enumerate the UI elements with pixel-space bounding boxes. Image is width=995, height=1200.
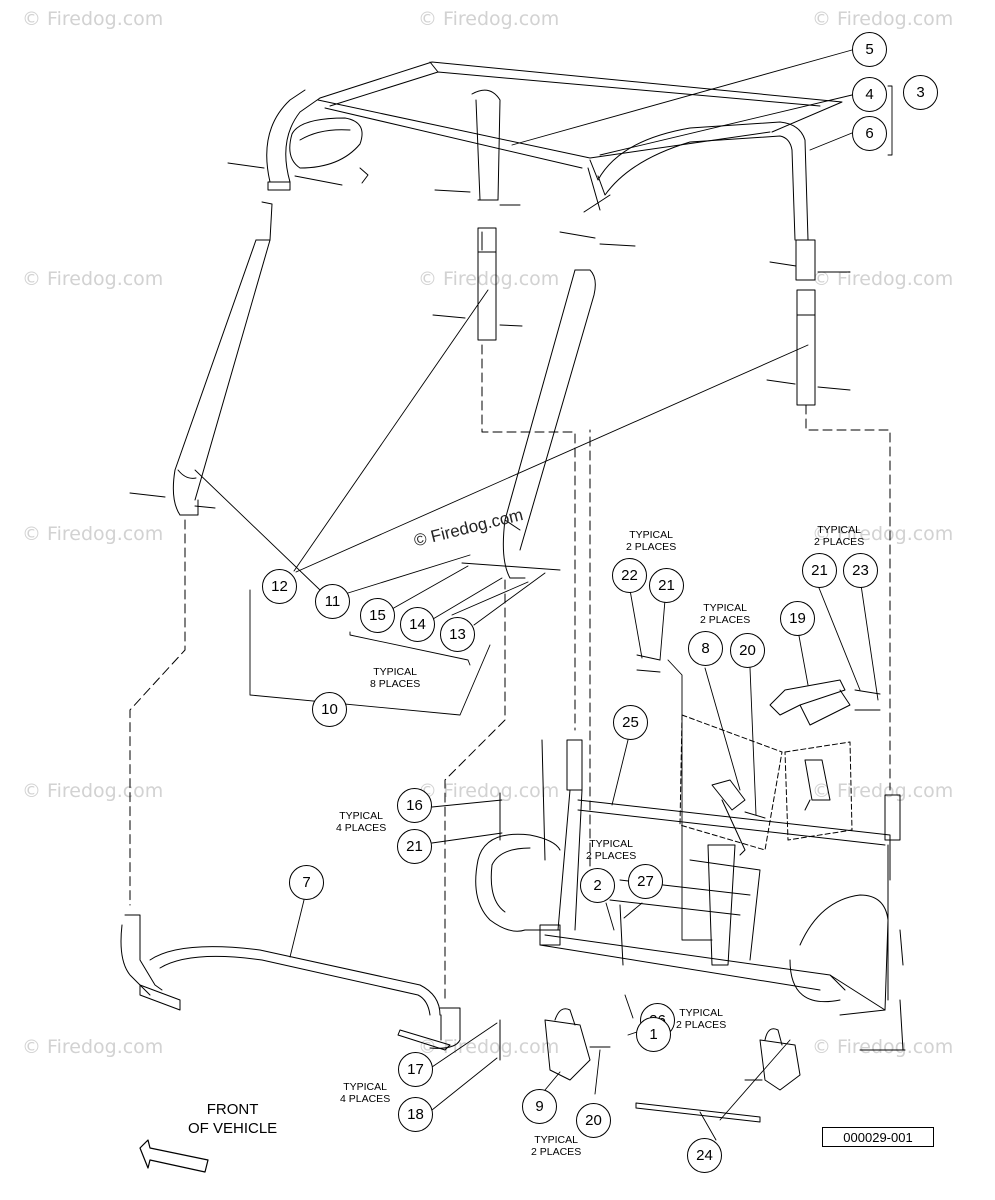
callout-13: 13 [440,617,475,652]
watermark: © Firedog.com [22,780,164,802]
watermark: © Firedog.com [22,8,164,30]
callout-25: 25 [613,705,648,740]
callout-18: 18 [398,1097,433,1132]
callout-1: 1 [636,1017,671,1052]
callout-4: 4 [852,77,887,112]
callout-7: 7 [289,865,324,900]
watermark: © Firedog.com [22,268,164,290]
roof-frame [266,61,843,241]
watermark: © Firedog.com [812,8,954,30]
callout-20: 20 [730,633,765,668]
callout-23: 23 [843,553,878,588]
callout-17: 17 [398,1052,433,1087]
rear-right-post [795,239,816,406]
watermark: © Firedog.com [812,268,954,290]
hardware [129,162,906,1081]
left-front-post [172,201,273,516]
drawing-number: 000029-001 [822,1127,934,1147]
watermark: © Firedog.com [22,1036,164,1058]
callout-2: 2 [580,868,615,903]
watermark: © Firedog.com [418,268,560,290]
callout-11: 11 [315,584,350,619]
callout-8: 8 [688,631,723,666]
watermark: © Firedog.com [812,1036,954,1058]
callout-16: 16 [397,788,432,823]
callout-24: 24 [687,1138,722,1173]
seat-belts [544,759,831,1091]
callout-20: 20 [576,1103,611,1138]
callout-10: 10 [312,692,347,727]
rear-seat-frame [475,739,901,1016]
middle-post-lower [477,227,497,341]
callout-21: 21 [649,568,684,603]
watermark: © Firedog.com [812,523,954,545]
callout-3: 3 [903,75,938,110]
callout-6: 6 [852,116,887,151]
watermark: © Firedog.com [418,8,560,30]
front-of-vehicle-label: FRONT OF VEHICLE [188,1101,278,1137]
callout-22: 22 [612,558,647,593]
callout-5: 5 [852,32,887,67]
watermark: © Firedog.com [22,523,164,545]
callout-21: 21 [397,829,432,864]
watermark: © Firedog.com [418,780,560,802]
rear-inner-post [502,269,596,579]
callout-12: 12 [262,569,297,604]
callout-9: 9 [522,1089,557,1124]
callout-27: 27 [628,864,663,899]
callout-19: 19 [780,601,815,636]
callout-21: 21 [802,553,837,588]
front-bar [120,914,461,1051]
callout-15: 15 [360,598,395,633]
bracket [769,679,851,726]
watermark: © Firedog.com [812,780,954,802]
callout-14: 14 [400,607,435,642]
